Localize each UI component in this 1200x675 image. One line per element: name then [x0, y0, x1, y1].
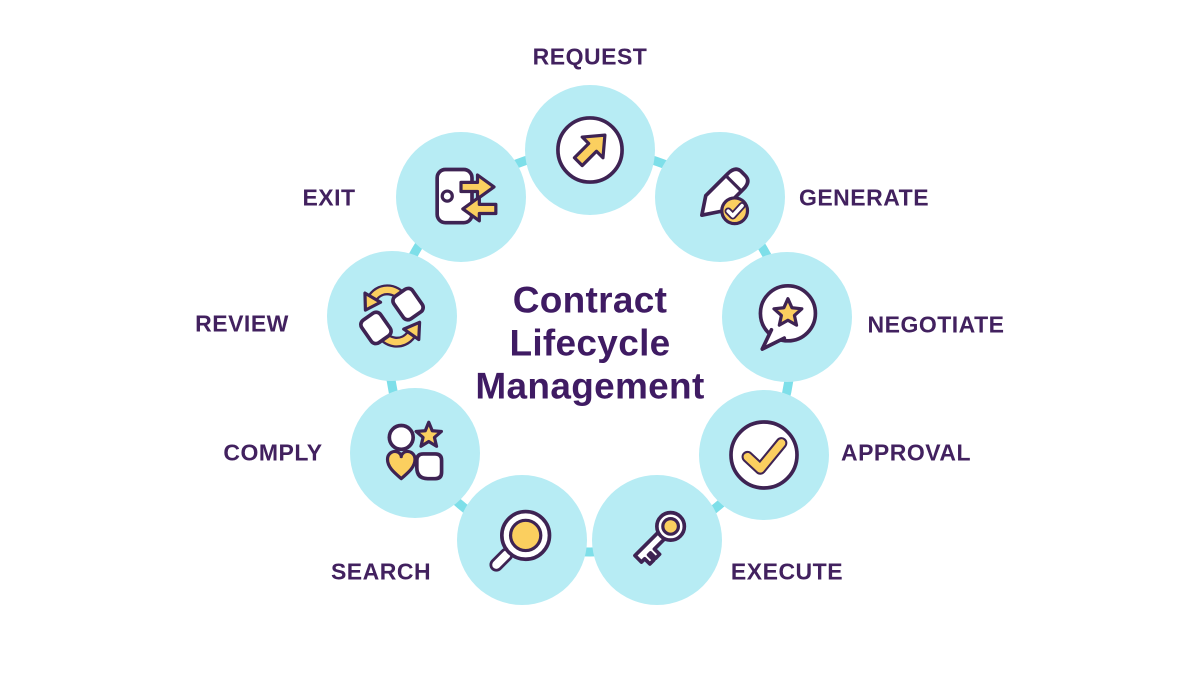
- page-title: Contract Lifecycle Management: [475, 280, 704, 409]
- title-line-1: Contract: [512, 279, 668, 321]
- stage-circle-approval: [699, 390, 829, 520]
- arrow-up-right-icon: [556, 116, 624, 184]
- stage-label-exit: EXIT: [302, 184, 356, 211]
- star-speech-bubble-icon: [758, 284, 818, 351]
- stage-circle-negotiate: [722, 252, 852, 382]
- key-icon: [633, 510, 687, 566]
- stage-circle-execute: [592, 475, 722, 605]
- door-arrows-icon: [435, 167, 498, 225]
- stage-label-generate: GENERATE: [798, 184, 930, 211]
- title-line-2: Lifecycle: [509, 322, 671, 364]
- stage-label-request: REQUEST: [532, 43, 648, 70]
- stage-circle-request: [525, 85, 655, 215]
- stage-circle-comply: [350, 388, 480, 518]
- stage-circle-generate: [655, 132, 785, 262]
- stage-label-comply: COMPLY: [223, 439, 323, 466]
- check-circle-icon: [729, 420, 799, 490]
- stage-label-approval: APPROVAL: [840, 439, 972, 466]
- stage-label-search: SEARCH: [330, 558, 432, 585]
- stage-circle-search: [457, 475, 587, 605]
- shapes-grid-icon: [385, 420, 444, 481]
- magnifier-icon: [489, 509, 552, 572]
- stage-circle-review: [327, 251, 457, 381]
- document-sync-icon: [359, 284, 425, 348]
- title-line-3: Management: [475, 365, 705, 407]
- stage-circle-exit: [396, 132, 526, 262]
- stage-label-review: REVIEW: [195, 310, 289, 337]
- stage-label-negotiate: NEGOTIATE: [867, 311, 1005, 338]
- stage-label-execute: EXECUTE: [730, 558, 844, 585]
- pencil-check-icon: [700, 167, 750, 226]
